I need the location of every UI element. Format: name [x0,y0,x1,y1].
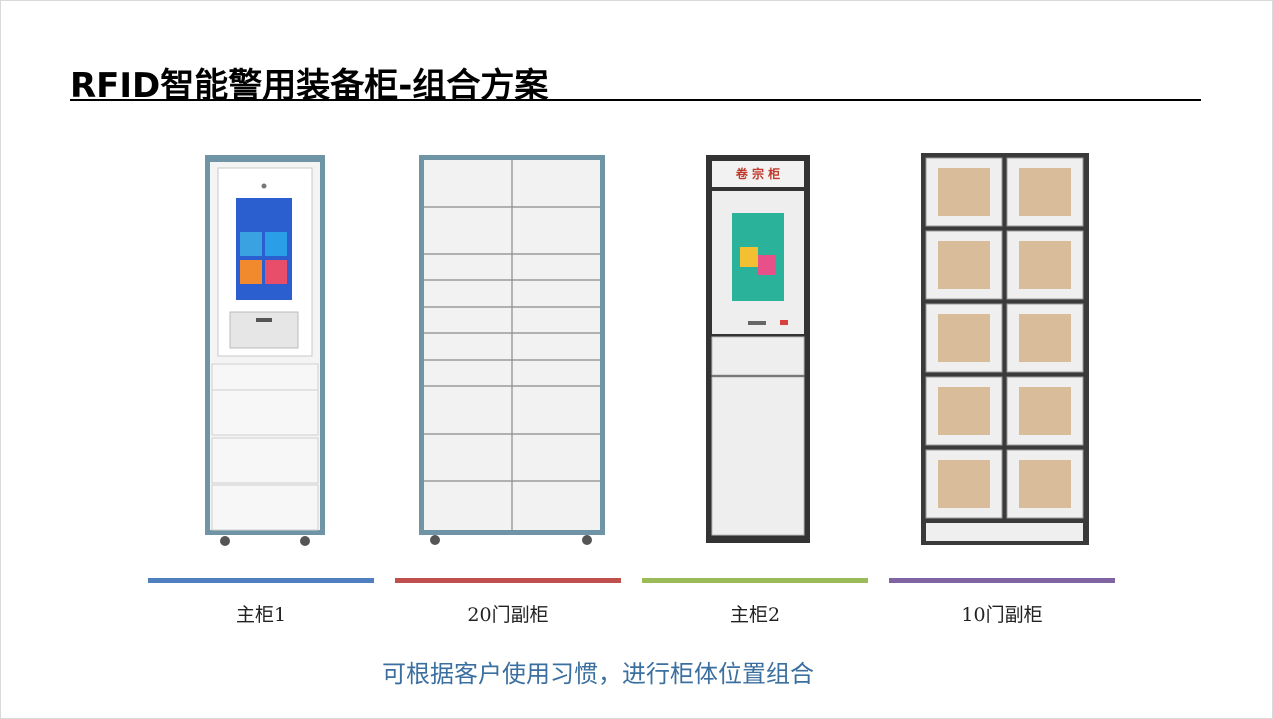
main-cabinet-1-caption: 主柜1 [235,604,287,626]
sub-cabinet-20-caption: 20门副柜 [467,604,549,626]
main-cabinet-2-color-bar [642,578,868,583]
sub-cabinet-10-caption: 10门副柜 [961,604,1043,626]
sub-cabinet-10-door-image [921,153,1089,545]
combination-note: 可根据客户使用习惯，进行柜体位置组合 [382,660,814,688]
sub-cabinet-20-color-bar [395,578,621,583]
main-cabinet-2-caption: 主柜2 [729,604,781,626]
sub-cabinet-10-color-bar [889,578,1115,583]
main-cabinet-2-image: 卷 宗 柜 [706,155,810,543]
main-cabinet-1-color-bar [148,578,374,583]
main-cabinet-1-image [205,155,325,546]
sub-cabinet-20-door-image [419,155,605,545]
title-underline [70,99,1201,101]
file-cabinet-header-label: 卷 宗 柜 [735,167,781,181]
